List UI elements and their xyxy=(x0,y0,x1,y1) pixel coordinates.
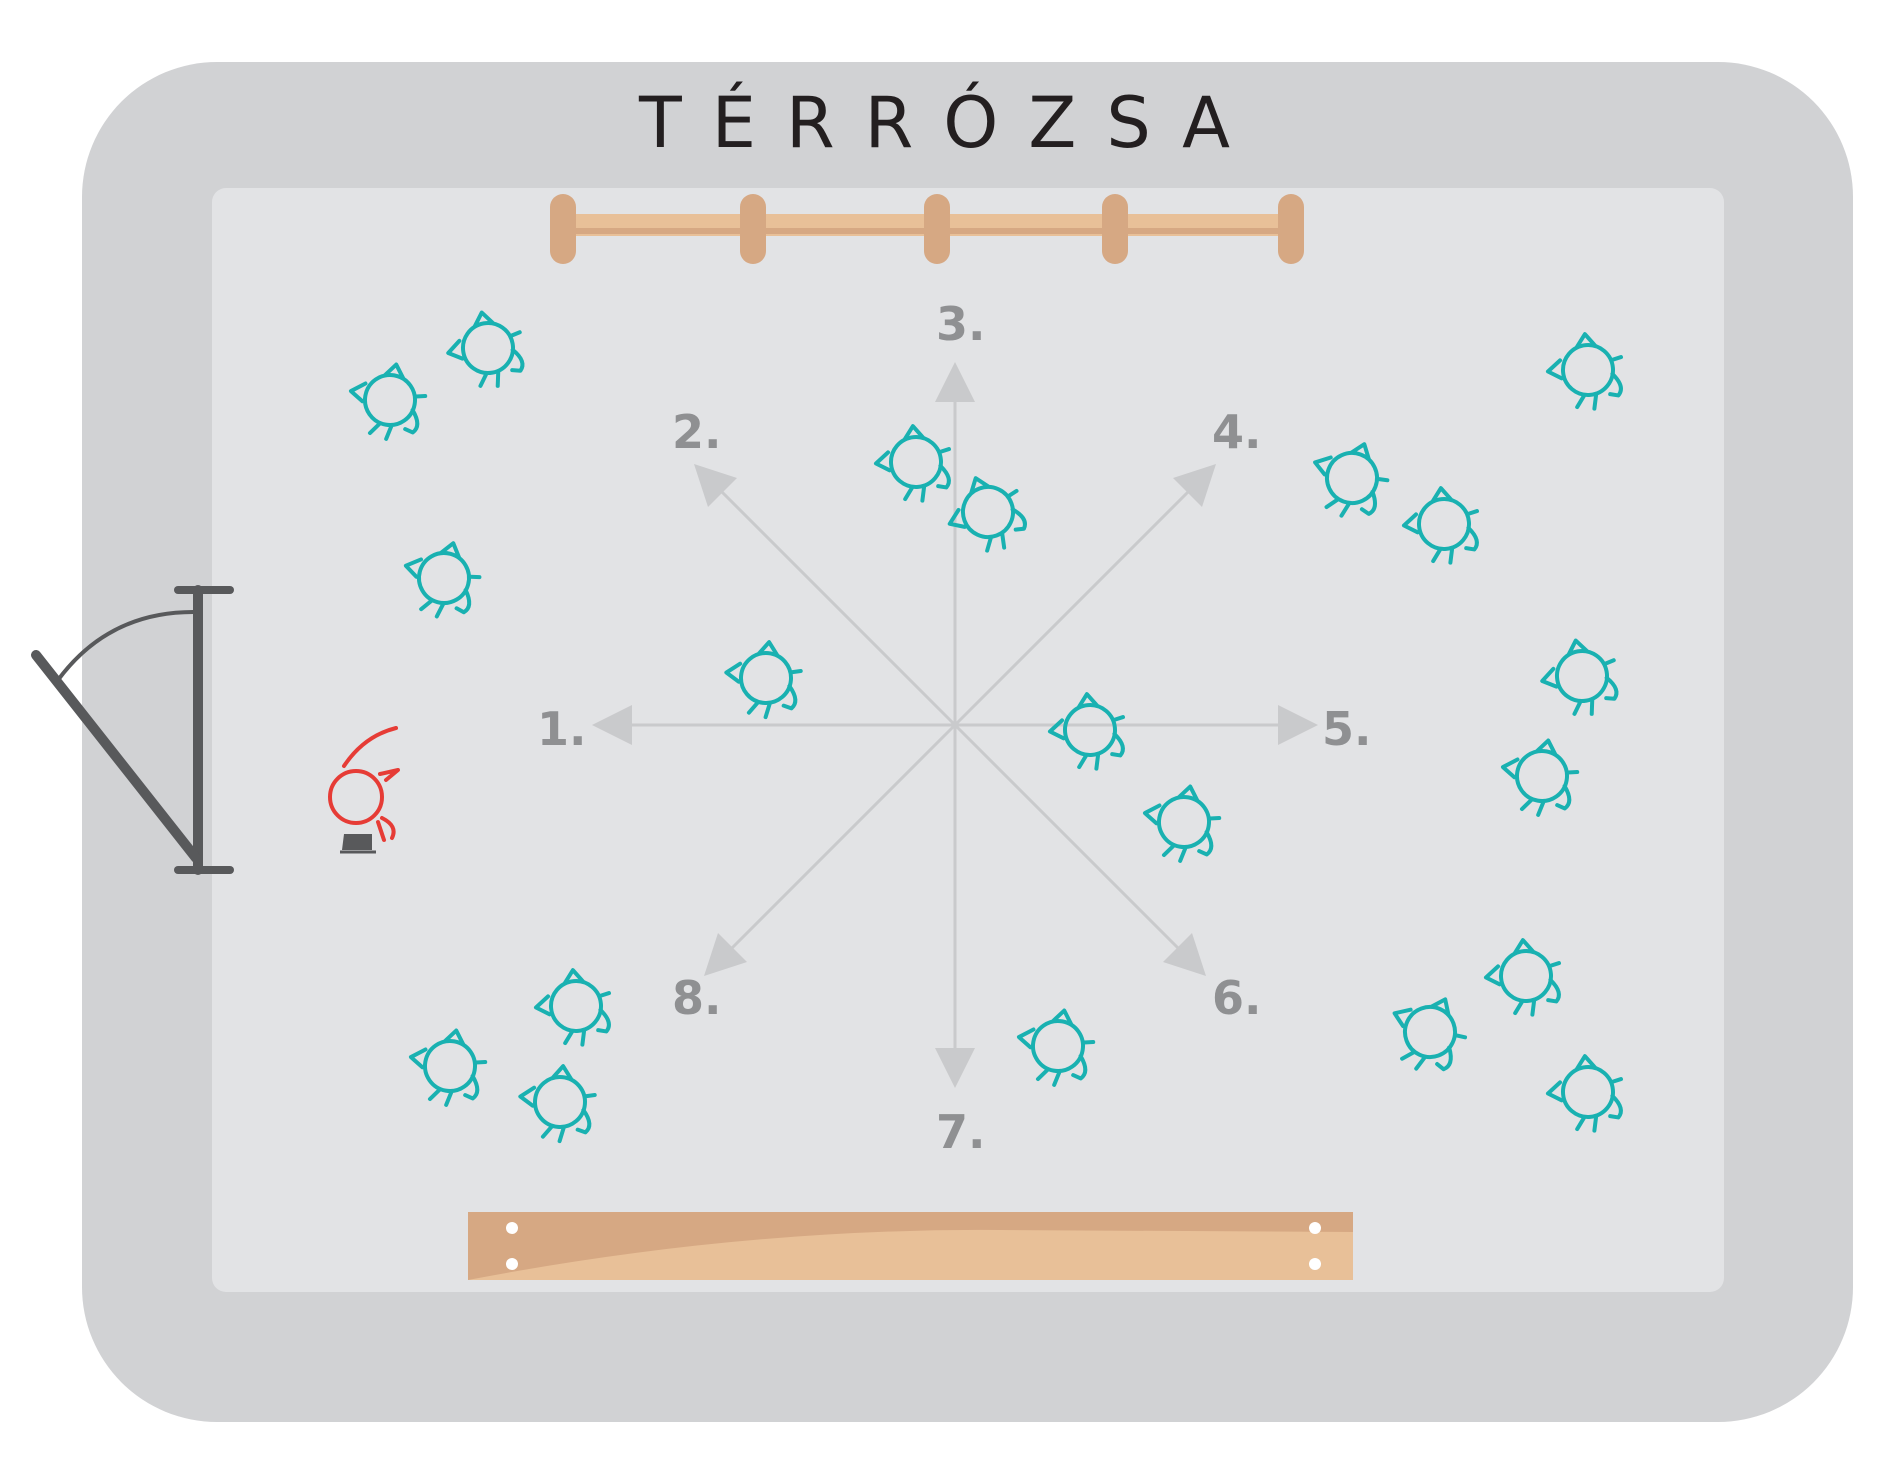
child-figure-icon xyxy=(1399,483,1484,569)
child-figure-icon xyxy=(1493,731,1584,823)
direction-label-7: 7. xyxy=(936,1105,985,1159)
child-figure-icon xyxy=(531,965,616,1051)
arrow-4 xyxy=(953,486,1194,727)
child-figure-icon xyxy=(1543,1051,1628,1137)
direction-labels: 1. 2. 3. 4. 5. 6. 7. 8. xyxy=(537,297,1371,1159)
wall-bars-icon xyxy=(550,194,1304,264)
direction-label-4: 4. xyxy=(1212,405,1261,459)
direction-label-6: 6. xyxy=(1212,971,1261,1025)
direction-label-2: 2. xyxy=(672,405,721,459)
child-figure-icon xyxy=(720,636,806,722)
child-figure-icon xyxy=(871,421,956,507)
arrow-2 xyxy=(716,486,957,727)
teacher-figure-icon xyxy=(328,726,400,842)
bench-icon xyxy=(468,1212,1353,1280)
child-figure-icon xyxy=(341,355,432,447)
child-figure-icon xyxy=(1045,689,1130,775)
direction-label-1: 1. xyxy=(537,702,586,756)
child-figure-icon xyxy=(1481,935,1566,1021)
direction-label-5: 5. xyxy=(1322,702,1371,756)
compass-arrows xyxy=(592,362,1318,1088)
direction-label-3: 3. xyxy=(936,297,985,351)
diagram-title: TÉRRÓZSA xyxy=(639,82,1260,164)
door-icon xyxy=(31,585,234,875)
child-figure-icon xyxy=(1534,632,1625,724)
child-figure-icon xyxy=(936,464,1036,565)
direction-label-8: 8. xyxy=(672,971,721,1025)
child-figure-icon xyxy=(401,1021,492,1113)
child-figure-icon xyxy=(1375,980,1479,1084)
child-figure-icon xyxy=(440,304,531,396)
child-figure-icon xyxy=(1009,1001,1100,1093)
arrow-8 xyxy=(726,723,957,954)
child-figure-icon xyxy=(1543,329,1628,415)
child-figure-icon xyxy=(514,1060,600,1146)
child-figure-icon xyxy=(1135,777,1226,869)
arrow-6 xyxy=(953,723,1184,954)
child-figure-icon xyxy=(393,530,489,627)
whistle-icon xyxy=(340,834,376,854)
child-figure-icon xyxy=(1299,428,1399,529)
